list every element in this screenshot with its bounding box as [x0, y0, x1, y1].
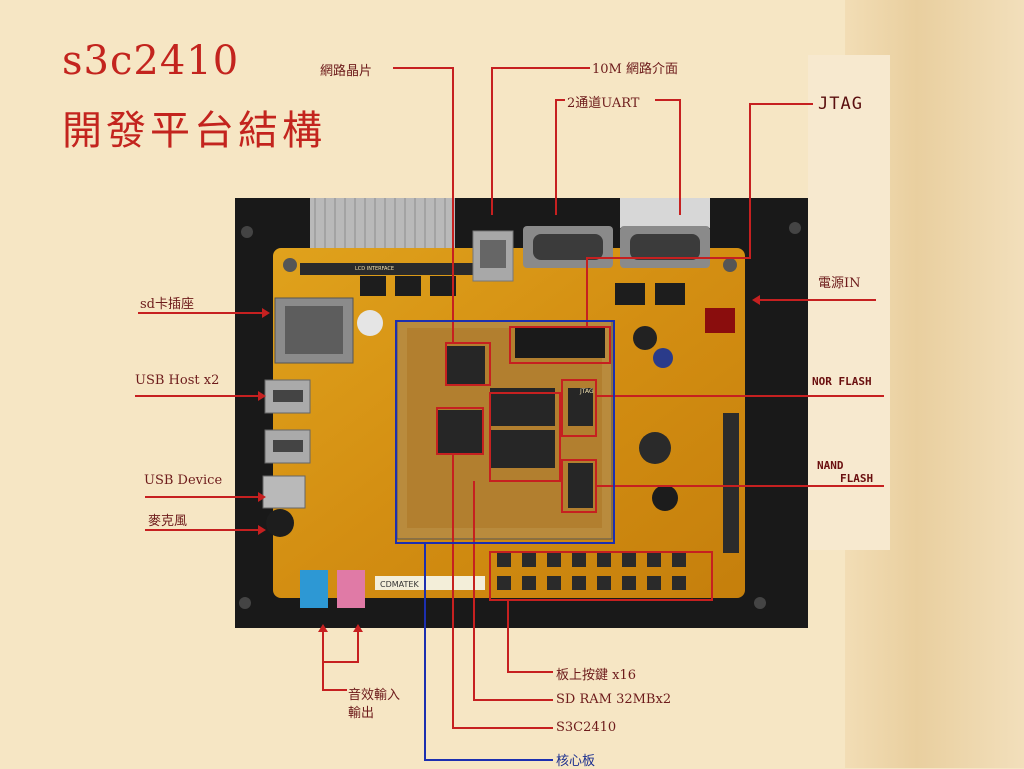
- label-usb-host: USB Host x2: [135, 373, 220, 388]
- label-buttons: 板上按鍵 x16: [556, 668, 637, 683]
- nand-flash-box: [561, 459, 597, 513]
- jtag-silk-text: JTAG: [579, 388, 594, 395]
- label-ethernet: 10M 網路介面: [592, 62, 678, 77]
- label-nor-flash: NOR FLASH: [812, 375, 872, 388]
- label-core-board: 核心板: [556, 754, 596, 769]
- label-nand-flash-line2: FLASH: [840, 472, 874, 485]
- core-board-box: [395, 320, 615, 544]
- label-audio-line2: 輸出: [348, 706, 375, 721]
- silkscreen-text: CDMATEK: [380, 580, 419, 589]
- label-audio-line1: 音效輸入: [348, 688, 401, 703]
- label-usb-device: USB Device: [144, 473, 223, 488]
- sdram-box: [489, 392, 561, 482]
- label-sd-slot: sd卡插座: [140, 297, 194, 312]
- label-jtag: JTAG: [818, 94, 863, 114]
- jtag-header-box: [509, 326, 611, 364]
- cpu-box: [436, 407, 484, 455]
- label-network-chip: 網路晶片: [320, 64, 373, 79]
- label-power: 電源IN: [818, 276, 861, 291]
- network-chip-box: [445, 342, 491, 386]
- label-microphone: 麥克風: [148, 514, 188, 529]
- board-photo: CDMATEK LCD INTERFACE JTAG: [235, 198, 808, 628]
- lcd-interface-text: LCD INTERFACE: [355, 266, 394, 272]
- background-card: [808, 55, 890, 550]
- label-sdram: SD RAM 32MBx2: [556, 692, 672, 707]
- label-nand-flash-line1: NAND: [817, 459, 844, 472]
- slide-subtitle: 開發平台結構: [62, 108, 326, 154]
- label-uart: 2通道UART: [567, 96, 640, 111]
- buttons-box: [489, 551, 713, 601]
- label-cpu: S3C2410: [556, 720, 617, 735]
- nor-flash-box: [561, 379, 597, 437]
- slide-title: s3c2410: [62, 38, 240, 84]
